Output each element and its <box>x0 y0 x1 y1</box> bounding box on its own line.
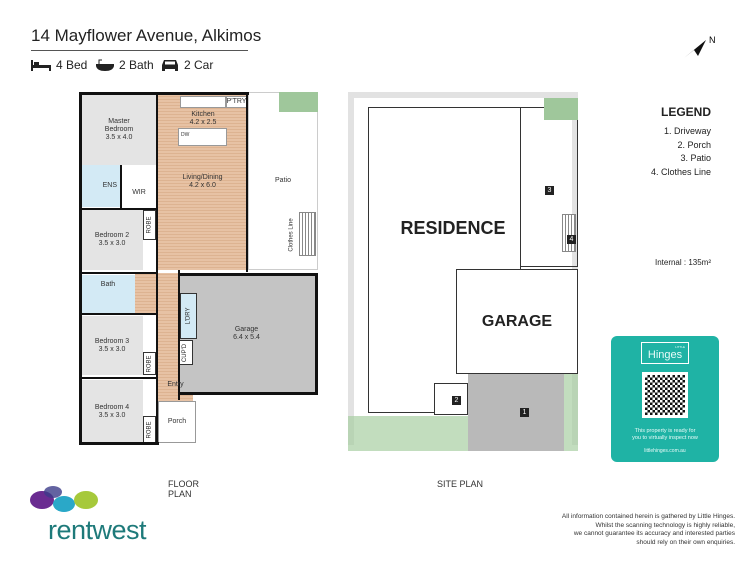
marker-2: 2 <box>452 396 461 405</box>
disclaimer: All information contained herein is gath… <box>561 513 735 546</box>
garden-bed <box>544 98 578 120</box>
site-residence-label: RESIDENCE <box>400 218 506 238</box>
svg-text:N: N <box>709 35 716 45</box>
kitchen-island: DW <box>178 128 227 146</box>
legend-list: 1. Driveway 2. Porch 3. Patio 4. Clothes… <box>651 125 711 179</box>
rentwest-logo-mark <box>30 486 98 512</box>
bed-icon <box>31 60 51 71</box>
floor-plan-caption: FLOOR PLAN <box>168 479 200 499</box>
room-laundry: L'DRY <box>180 293 197 339</box>
car-icon <box>162 59 178 71</box>
rentwest-logo-text: rentwest <box>48 515 147 545</box>
feature-car: 2 Car <box>161 58 213 72</box>
promo-url[interactable]: littlehinges.com.au <box>644 448 686 454</box>
robe-bedroom-3: ROBE <box>143 352 156 375</box>
site-plan-caption: SITE PLAN <box>437 479 484 489</box>
compass-north-arrow-icon: N <box>684 35 716 58</box>
site-garage: GARAGE <box>456 269 578 374</box>
marker-1: 1 <box>520 408 529 417</box>
legend-item: 4. Clothes Line <box>650 166 711 177</box>
robe-bedroom-4: ROBE <box>143 416 156 443</box>
room-cupboard: CUP'D <box>178 340 193 365</box>
side-garden <box>564 374 578 451</box>
room-ensuite: ENS <box>81 165 120 207</box>
bath-icon <box>96 59 114 71</box>
robe-bedroom-2: ROBE <box>143 210 156 240</box>
title-divider <box>31 50 248 51</box>
driveway <box>468 374 564 451</box>
legend-item: 1. Driveway <box>663 126 711 136</box>
clothes-line-label: Clothes Line <box>289 218 296 252</box>
marker-3: 3 <box>545 186 554 195</box>
kitchen-counter <box>180 96 226 108</box>
site-plan: GARAGE RESIDENCE 1 2 3 4 <box>348 92 578 451</box>
feature-bath: 2 Bath <box>96 58 154 72</box>
clothes-line <box>299 212 316 256</box>
site-porch <box>434 383 468 415</box>
room-wir: WIR <box>132 189 146 196</box>
marker-4: 4 <box>567 235 576 244</box>
legend-item: 3. Patio <box>680 153 711 163</box>
legend-item: 2. Porch <box>677 139 711 150</box>
feature-bed: 4 Bed <box>31 58 87 72</box>
internal-area: Internal : 135m² <box>654 258 711 267</box>
garden-bed <box>279 92 318 112</box>
room-bath: Bath <box>81 275 135 313</box>
clothes-line <box>562 214 576 252</box>
qr-code[interactable] <box>642 372 688 418</box>
legend-title: LEGEND <box>660 105 711 119</box>
room-porch: Porch <box>158 401 196 443</box>
property-address: 14 Mayflower Avenue, Alkimos <box>31 26 262 45</box>
front-garden <box>348 416 468 451</box>
room-pantry: P'TRY <box>226 96 247 108</box>
